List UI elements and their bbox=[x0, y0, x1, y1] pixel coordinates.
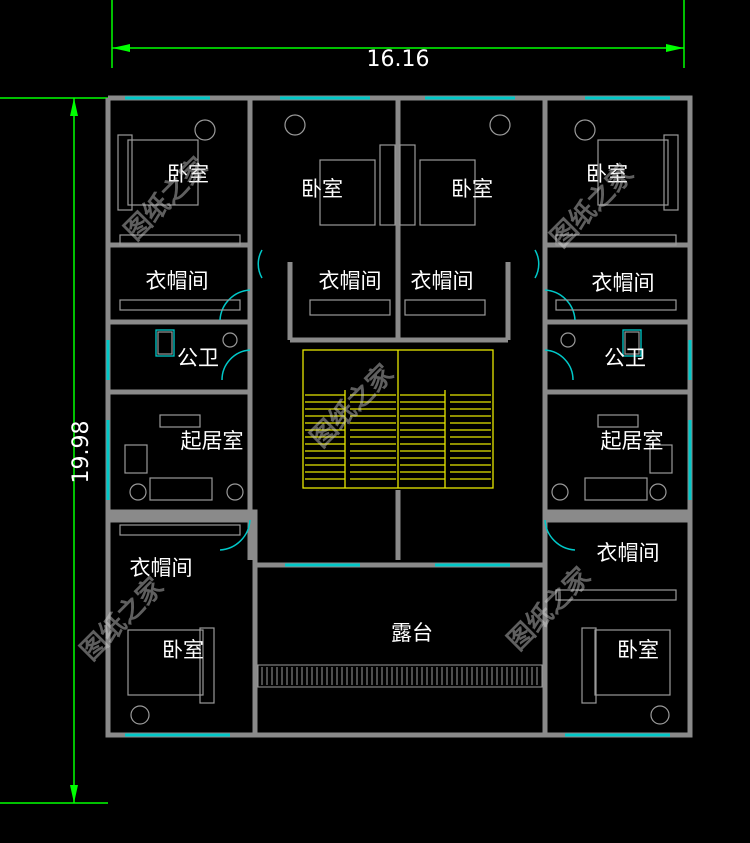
room-label-bedroom-top-left: 卧室 bbox=[167, 162, 209, 186]
room-label-terrace: 露台 bbox=[391, 621, 433, 645]
room-label-bathroom-right: 公卫 bbox=[604, 346, 646, 370]
staircase bbox=[302, 349, 494, 489]
terrace-railing bbox=[257, 664, 543, 688]
room-label-cloakroom-top-center-right: 衣帽间 bbox=[411, 269, 474, 293]
room-label-bedroom-bottom-right: 卧室 bbox=[617, 638, 659, 662]
height-dimension-label: 19.98 bbox=[69, 421, 94, 484]
windows bbox=[106, 96, 692, 737]
room-label-cloakroom-bottom-left: 衣帽间 bbox=[130, 556, 193, 580]
doors bbox=[219, 249, 576, 551]
room-label-cloakroom-bottom-right: 衣帽间 bbox=[597, 541, 660, 565]
height-dimension bbox=[0, 97, 108, 804]
room-label-cloakroom-top-right: 衣帽间 bbox=[592, 271, 655, 295]
bathroom-fixtures bbox=[155, 329, 642, 357]
watermark: 图纸之家 bbox=[304, 358, 399, 453]
room-label-bedroom-bottom-left: 卧室 bbox=[162, 638, 204, 662]
room-label-bathroom-left: 公卫 bbox=[177, 346, 219, 370]
furniture bbox=[117, 114, 679, 725]
room-label-cloakroom-top-center-left: 衣帽间 bbox=[319, 269, 382, 293]
room-label-living-left: 起居室 bbox=[181, 429, 244, 453]
room-label-bedroom-top-center-left: 卧室 bbox=[301, 177, 343, 201]
room-label-cloakroom-top-left: 衣帽间 bbox=[146, 269, 209, 293]
width-dimension bbox=[111, 0, 685, 68]
width-dimension-label: 16.16 bbox=[367, 47, 430, 72]
room-label-bedroom-top-right: 卧室 bbox=[586, 162, 628, 186]
watermark: 图纸之家 bbox=[74, 571, 169, 666]
room-label-bedroom-top-center-right: 卧室 bbox=[451, 177, 493, 201]
room-label-living-right: 起居室 bbox=[601, 429, 664, 453]
